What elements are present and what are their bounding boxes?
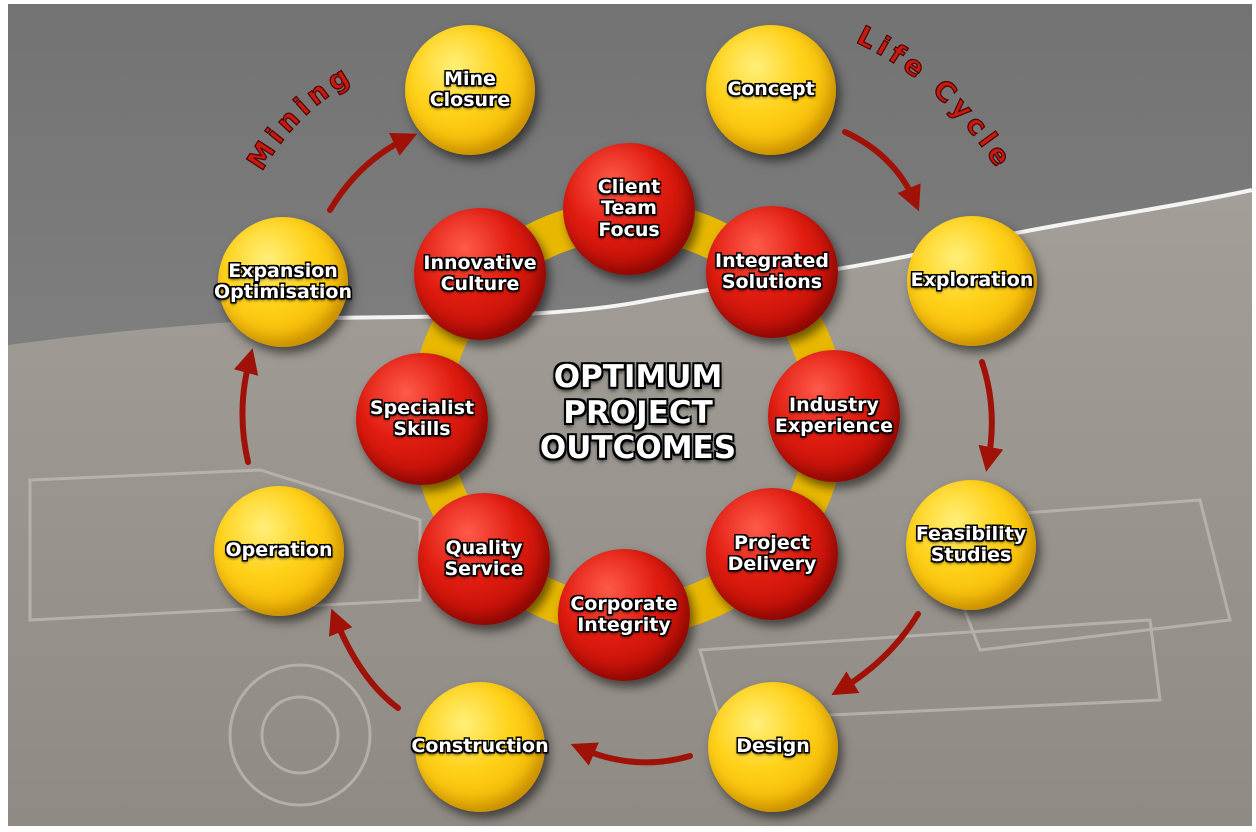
arrow-expansion-to-closure — [327, 132, 418, 213]
value-node-integrated-solutions: Integrated Solutions — [706, 206, 838, 338]
value-node-quality-service: Quality Service — [418, 493, 550, 625]
value-node-corporate-integrity: Corporate Integrity — [558, 549, 690, 681]
arrow-feasibility-to-design — [831, 611, 921, 696]
arrow-exploration-to-feasibility — [978, 359, 1004, 472]
lifecycle-node-design: Design — [708, 682, 838, 812]
value-node-industry-experience: Industry Experience — [768, 350, 900, 482]
value-node-client-team-focus: Client Team Focus — [563, 143, 695, 275]
lifecycle-node-exploration: Exploration — [907, 216, 1037, 346]
arrow-design-to-construction — [570, 742, 693, 766]
arrow-construction-to-operation — [328, 608, 401, 711]
value-node-specialist-skills: Specialist Skills — [356, 353, 488, 485]
lifecycle-node-operation: Operation — [214, 486, 344, 616]
lifecycle-node-feasibility-studies: Feasibility Studies — [906, 480, 1036, 610]
center-title: OPTIMUM PROJECT OUTCOMES — [539, 359, 737, 467]
lifecycle-node-mine-closure: Mine Closure — [405, 25, 535, 155]
value-node-innovative-culture: Innovative Culture — [414, 208, 546, 340]
value-node-project-delivery: Project Delivery — [706, 488, 838, 620]
arrow-concept-to-exploration — [842, 129, 921, 212]
lifecycle-node-expansion-optimisation: Expansion Optimisation — [214, 217, 352, 347]
lifecycle-node-construction: Construction — [411, 682, 549, 812]
arrow-operation-to-expansion — [233, 348, 259, 465]
lifecycle-node-concept: Concept — [706, 25, 836, 155]
